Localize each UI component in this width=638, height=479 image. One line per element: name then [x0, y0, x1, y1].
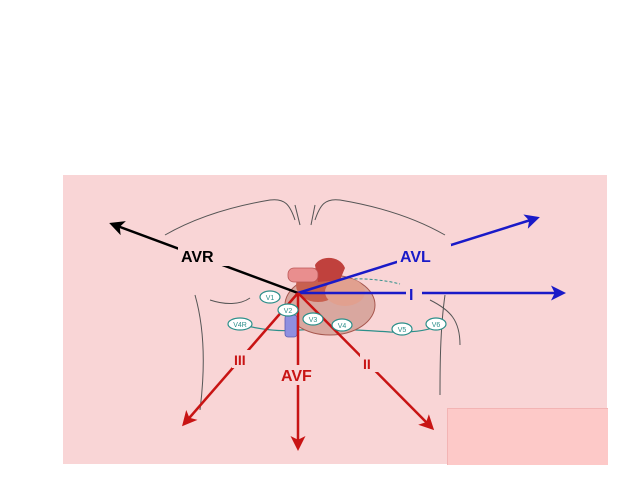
electrode-v3: V3 — [302, 312, 324, 326]
lead-avl-label: AVL — [400, 249, 431, 266]
lead-ii-label: II — [363, 356, 371, 372]
avf-label-backdrop — [279, 365, 337, 385]
avl-label-backdrop — [397, 244, 451, 266]
electrode-v6-label: V6 — [432, 322, 441, 329]
neck-line-right — [310, 204, 316, 226]
electrode-v4r: V4R — [227, 317, 253, 331]
i-label-backdrop — [406, 283, 422, 303]
lead-avr-label: AVR — [181, 249, 214, 266]
avr-label-backdrop — [178, 244, 234, 266]
electrode-v2-label: V2 — [284, 308, 293, 315]
left-shoulder-line — [164, 199, 296, 236]
electrode-v1: V1 — [259, 290, 281, 304]
electrode-v4-label: V4 — [338, 323, 347, 330]
neck-line-left — [294, 204, 301, 226]
right-chest-line — [429, 299, 461, 346]
lead-avf-label: AVF — [281, 368, 312, 385]
left-chest-line — [209, 297, 251, 304]
torso-outline — [164, 199, 461, 411]
electrode-v2: V2 — [277, 303, 299, 317]
electrode-v5-label: V5 — [398, 327, 407, 334]
corner-box — [447, 408, 608, 465]
ii-label-backdrop — [360, 354, 380, 372]
lead-i-label: I — [409, 287, 413, 304]
iii-label-backdrop — [232, 350, 262, 368]
left-flank — [194, 294, 204, 411]
electrode-v3-label: V3 — [309, 317, 318, 324]
right-shoulder-line — [314, 199, 446, 236]
right-flank — [439, 294, 446, 396]
electrode-v4: V4 — [331, 318, 353, 332]
electrode-v1-label: V1 — [266, 295, 275, 302]
electrode-v6: V6 — [425, 317, 447, 331]
lead-iii-label: III — [234, 352, 246, 368]
electrode-v4r-label: V4R — [233, 322, 247, 329]
electrode-v5: V5 — [391, 322, 413, 336]
